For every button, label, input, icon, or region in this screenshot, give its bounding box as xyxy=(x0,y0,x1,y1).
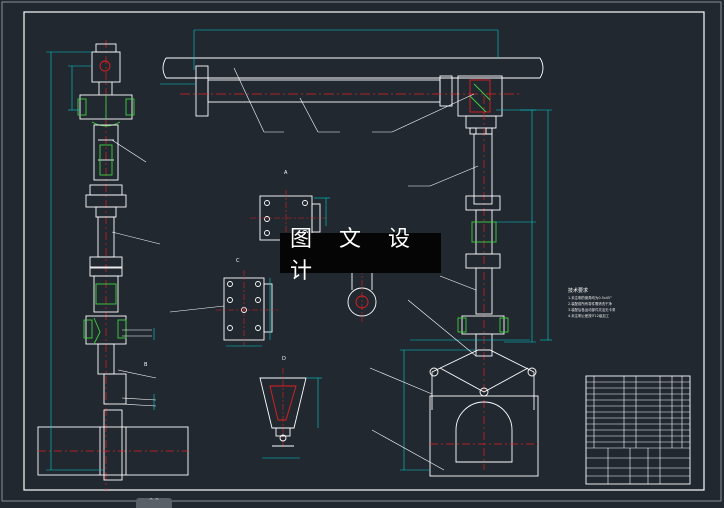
tech-note-line: 3.装配后各运动部件灵活无卡滞 xyxy=(568,308,616,312)
left-dimensions xyxy=(46,51,155,471)
section-view-b xyxy=(347,268,377,322)
inner-frame xyxy=(23,11,705,491)
left-leaders xyxy=(111,139,161,407)
section-view-d xyxy=(259,368,322,459)
tech-note-line: 4.未注明公差按IT12级加工 xyxy=(568,314,610,318)
watermark-text: 图 文 设 计 xyxy=(290,227,420,284)
watermark-banner: 图 文 设 计 xyxy=(280,227,441,284)
right-leaders xyxy=(369,165,479,471)
view-label-a: A xyxy=(284,170,288,176)
top-leaders xyxy=(233,67,475,133)
tech-note-line: 1.未注明的倒角均为0.5x45° xyxy=(568,296,612,300)
right-assembly-view xyxy=(429,96,539,477)
bottom-sheet-tab[interactable]: ⌃⌃ xyxy=(136,498,172,508)
chevron-up-icon: ⌃⌃ xyxy=(148,497,160,505)
view-label-b: B xyxy=(144,362,148,368)
tech-notes-title: 技术要求 xyxy=(568,288,589,294)
tech-note-line: 2.装配前所有零件需清洗干净 xyxy=(568,302,612,306)
technical-requirements: 技术要求 1.未注明的倒角均为0.5x45° 2.装配前所有零件需清洗干净 3.… xyxy=(568,288,648,319)
section-view-c xyxy=(169,270,278,347)
view-label-d: D xyxy=(282,356,286,362)
left-assembly-view xyxy=(37,40,189,490)
view-label-c: C xyxy=(236,258,240,264)
top-beam-view xyxy=(162,57,544,135)
title-block xyxy=(585,375,691,485)
top-dimensions xyxy=(160,29,499,85)
right-dimensions xyxy=(400,109,552,471)
